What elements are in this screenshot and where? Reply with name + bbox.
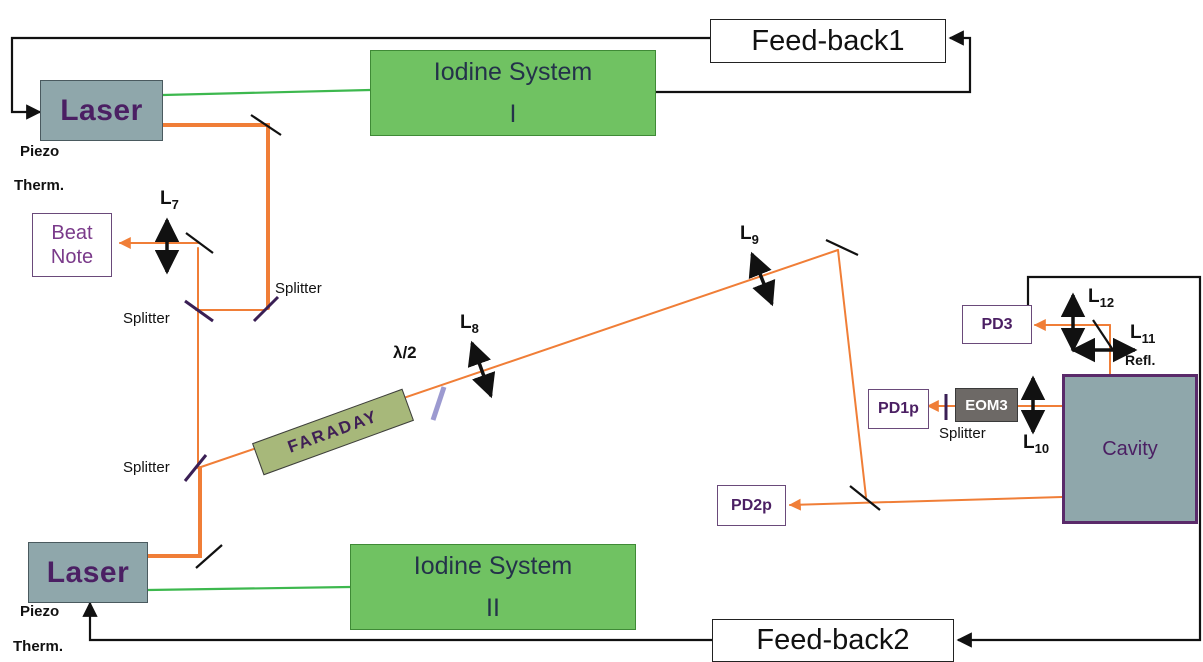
lens-l8-label: L8 (460, 312, 479, 336)
feedback1-wire-from-iodine (656, 30, 972, 94)
lens-l11-label: L11 (1130, 322, 1155, 346)
therm-bottom-label: Therm. (13, 638, 64, 655)
cavity-label: Cavity (1102, 437, 1158, 460)
mirror-l7 (185, 232, 214, 254)
piezo-top-label: Piezo (20, 143, 60, 160)
mirror-cavity-path (849, 485, 881, 511)
beat-note-line1: Beat (51, 222, 93, 244)
lens-l7-sub: 7 (171, 196, 179, 212)
beat-note-box: Beat Note (32, 213, 112, 277)
therm-top-label: Therm. (14, 177, 65, 194)
lens-l7-letter: L (160, 188, 172, 209)
splitter-label-a: Splitter (275, 280, 322, 297)
iodine-top-title: Iodine System (433, 57, 593, 86)
fiber-top (162, 88, 371, 97)
lens-l11-sub: 11 (1141, 330, 1156, 346)
feedback2-wire-to-laser (82, 601, 712, 642)
lens-arrows (154, 217, 1138, 435)
feedback1-label: Feed-back1 (751, 24, 905, 57)
feedback2-box: Feed-back2 (712, 619, 954, 662)
laser-bottom-label: Laser (46, 555, 130, 589)
laser-top: Laser (40, 80, 163, 141)
beam-bottom-laser (146, 466, 202, 558)
lens-l12-letter: L (1088, 286, 1100, 307)
splitter-label-c: Splitter (123, 459, 170, 476)
feedback2-label: Feed-back2 (756, 624, 910, 656)
iodine-top-numeral: I (509, 99, 517, 128)
splitter-plate-b (184, 299, 214, 323)
lens-l7-label: L7 (160, 188, 179, 212)
lens-l9-label: L9 (740, 223, 759, 247)
splitter-label-b: Splitter (123, 310, 170, 327)
pd1p-label: PD1p (878, 400, 919, 417)
lens-l11-letter: L (1130, 322, 1142, 343)
lens-l12-label: L12 (1088, 286, 1114, 310)
beam-to-pd2p (788, 496, 1063, 511)
lens-l8-letter: L (460, 312, 472, 333)
pd3-box: PD3 (962, 305, 1032, 344)
splitter-label-d: Splitter (939, 425, 986, 442)
lens-l9-sub: 9 (751, 231, 759, 247)
lens-l10-letter: L (1023, 432, 1035, 453)
pd3-label: PD3 (981, 315, 1013, 333)
cavity-box: Cavity (1062, 374, 1198, 524)
fibers (147, 88, 371, 592)
eom3-label: EOM3 (965, 396, 1008, 414)
splitter-plates (183, 295, 948, 482)
pd2p-label: PD2p (731, 496, 772, 514)
mirror-bottom (195, 544, 223, 569)
splitter-plate-a (252, 295, 280, 323)
iodine-system-bottom: Iodine System II (350, 544, 636, 630)
mirrors (185, 114, 1114, 569)
feedback-wires (10, 30, 1202, 648)
splitter-plate-c (183, 454, 208, 482)
lens-l9-arrow (748, 251, 776, 307)
piezo-bottom-label: Piezo (20, 603, 60, 620)
iodine-system-top: Iodine System I (370, 50, 656, 136)
lens-l8-arrow (467, 340, 496, 399)
laser-bottom: Laser (28, 542, 148, 603)
fiber-bottom (147, 585, 351, 592)
waveplate-plate (430, 386, 447, 421)
iodine-bottom-title: Iodine System (413, 551, 573, 580)
pd1p-box: PD1p (868, 389, 929, 429)
lens-l10-sub: 10 (1034, 440, 1050, 456)
refl-label: Refl. (1125, 352, 1156, 368)
iodine-bottom-numeral: II (486, 593, 500, 622)
lens-l12-sub: 12 (1099, 294, 1115, 310)
beam-top-laser (161, 123, 270, 310)
beat-note-line2: Note (50, 246, 94, 268)
pd2p-box: PD2p (717, 485, 786, 526)
lens-l9-letter: L (740, 223, 752, 244)
lens-l10-label: L10 (1023, 432, 1049, 456)
mirror-far (825, 239, 859, 256)
beam-mirror-down (837, 249, 867, 498)
feedback2-wire-from-pd3 (956, 275, 1202, 648)
feedback1-box: Feed-back1 (710, 19, 946, 63)
lens-l8-sub: 8 (471, 320, 479, 336)
eom3-box: EOM3 (955, 388, 1018, 422)
feedback1-wire-to-laser (10, 36, 710, 120)
laser-top-label: Laser (60, 93, 143, 127)
waveplate-label: λ/2 (393, 343, 417, 362)
mirror-top (250, 114, 282, 136)
